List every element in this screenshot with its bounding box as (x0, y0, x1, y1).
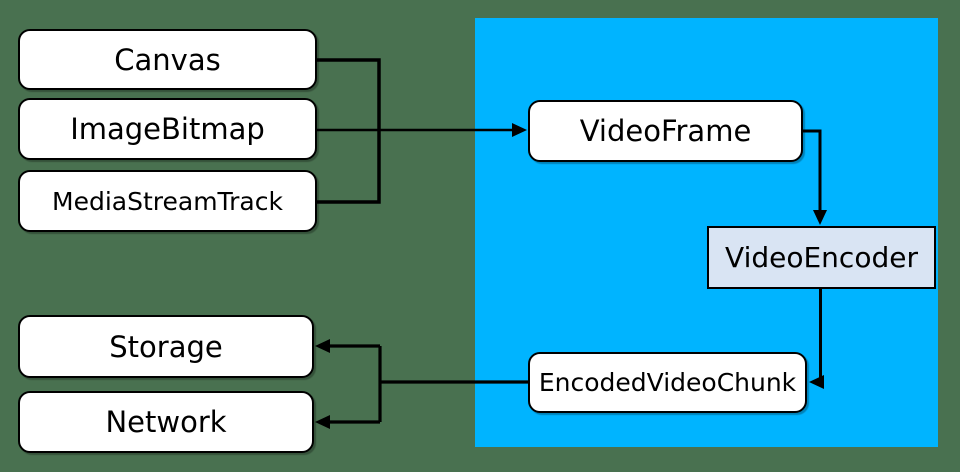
node-mediastreamtrack-label: MediaStreamTrack (52, 186, 283, 216)
node-videoframe: VideoFrame (528, 100, 803, 162)
node-canvas: Canvas (18, 29, 317, 90)
node-network-label: Network (105, 405, 227, 439)
node-imagebitmap-label: ImageBitmap (70, 112, 265, 146)
node-canvas-label: Canvas (114, 42, 221, 77)
node-videoframe-label: VideoFrame (579, 114, 752, 148)
node-videoencoder: VideoEncoder (707, 226, 936, 289)
edge-canvas-mediastreamtrack-merge (317, 58, 381, 204)
arrowhead-into-network (315, 415, 330, 429)
node-encodedvideochunk: EncodedVideoChunk (528, 352, 807, 413)
node-imagebitmap: ImageBitmap (18, 98, 317, 160)
arrowhead-into-storage (315, 339, 330, 353)
node-videoencoder-label: VideoEncoder (725, 241, 918, 274)
node-storage: Storage (18, 315, 314, 378)
node-storage-label: Storage (109, 329, 223, 364)
node-network: Network (18, 391, 314, 453)
node-encodedvideochunk-label: EncodedVideoChunk (538, 368, 797, 397)
node-mediastreamtrack: MediaStreamTrack (18, 170, 317, 232)
